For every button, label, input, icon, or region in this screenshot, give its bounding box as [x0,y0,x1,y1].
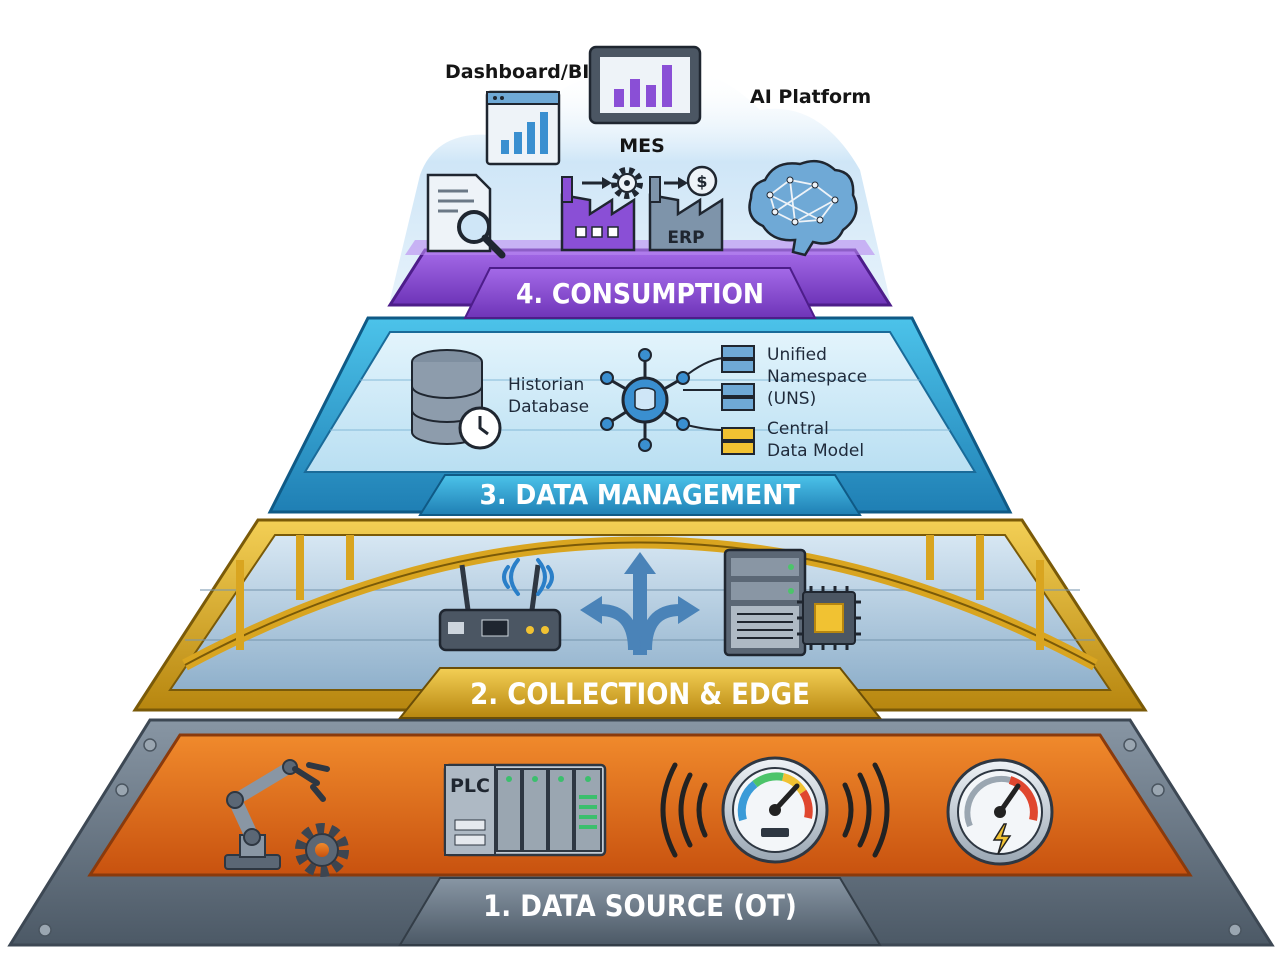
router-icon [438,558,562,652]
brain-network-icon [748,159,858,257]
database-clock-icon [411,349,502,450]
data-management-title: 3. DATA MANAGEMENT [480,478,802,511]
historian-line1: Historian [508,375,584,395]
layer-consumption: 4. CONSUMPTION Dashboard/BI AI Platform … [387,45,893,319]
consumption-title: 4. CONSUMPTION [516,277,764,310]
data-source-title: 1. DATA SOURCE (OT) [483,889,797,923]
factory-gear-icon [560,167,643,252]
plc-label: PLC [450,775,490,797]
split-arrows-icon [580,552,700,655]
ai-platform-label: AI Platform [750,86,871,108]
gauge-power-icon [946,758,1054,866]
historian-line2: Database [508,397,589,417]
layer-data-management: 3. DATA MANAGEMENT Historian Database [267,316,1013,516]
layer-collection-edge: 2. COLLECTION & EDGE [132,518,1148,719]
erp-label: ERP [667,228,704,248]
collection-title: 2. COLLECTION & EDGE [470,677,810,711]
server-stack-icon [721,345,755,455]
uns-line1: Unified [767,345,827,365]
hub-node-icon [600,348,724,452]
tablet-chart-icon [588,45,702,125]
layer-data-source: 1. DATA SOURCE (OT) PLC [7,718,1275,947]
gauge-signal-icon [660,756,890,864]
factory-dollar-icon: ERP $ [648,165,724,252]
document-search-icon [426,173,506,259]
central-line1: Central [767,419,829,439]
server-chip-icon [723,548,861,657]
dashboard-window-icon [485,90,561,166]
mes-label: MES [619,135,665,157]
gear-icon [295,823,349,877]
plc-rack-icon: PLC [443,763,607,857]
uns-line3: (UNS) [767,389,816,409]
robot-arm-icon [224,759,330,870]
dashboard-label: Dashboard/BI [445,61,589,83]
central-line2: Data Model [767,441,864,461]
svg-text:$: $ [696,172,707,191]
uns-line2: Namespace [767,367,867,387]
